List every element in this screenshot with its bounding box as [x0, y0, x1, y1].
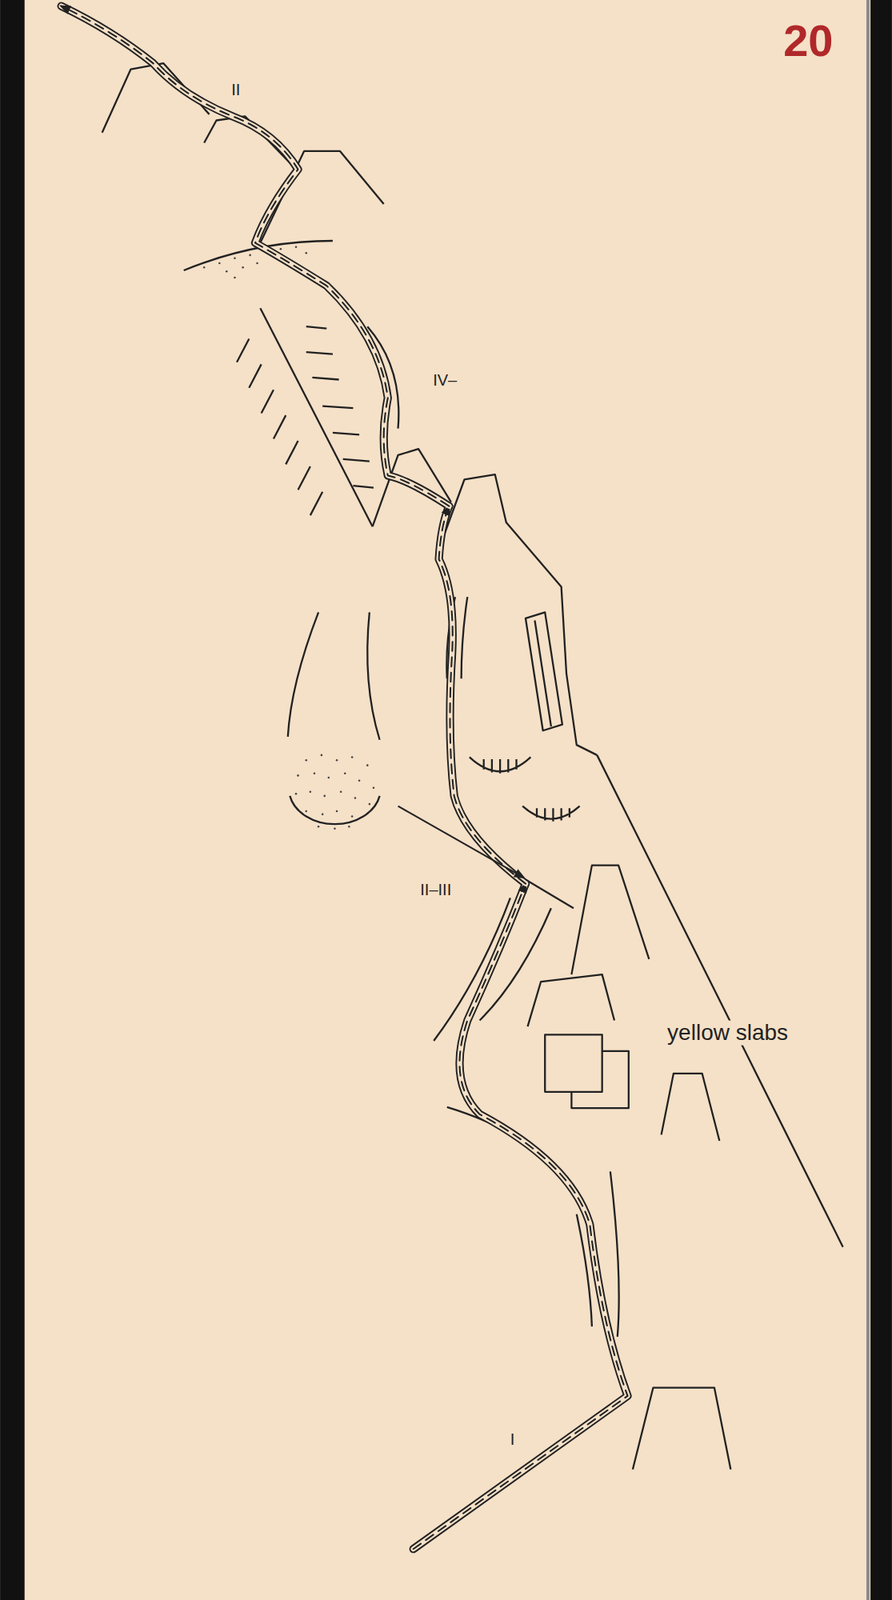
- route-line: [439, 506, 526, 884]
- scree-dots: [295, 792, 298, 796]
- scree-dots: [344, 772, 347, 776]
- rock-outline: [525, 879, 574, 908]
- route-number: 20: [780, 16, 836, 66]
- scree-dots: [280, 248, 283, 251]
- frame-border: [0, 0, 25, 1600]
- scree-dots: [340, 791, 343, 794]
- scree-dots: [295, 245, 298, 248]
- scree-dots: [203, 245, 375, 830]
- traverse-arrow: [398, 806, 524, 878]
- route-line: [61, 6, 628, 1550]
- rock-outline: [596, 755, 843, 1248]
- route-line: [413, 884, 628, 1550]
- scree-dots: [372, 786, 376, 789]
- scree-dots: [366, 764, 369, 767]
- route-line: [61, 6, 450, 507]
- scree-dots: [336, 759, 339, 762]
- route-line: [439, 506, 526, 884]
- grade-label: I: [508, 1430, 518, 1448]
- scree-dots: [296, 774, 300, 777]
- rock-outline: [632, 1388, 731, 1470]
- scree-dots: [233, 256, 236, 260]
- scree-dots: [348, 825, 351, 828]
- rock-outline: [236, 338, 323, 516]
- scree-dots: [256, 262, 259, 265]
- scree-dots: [313, 772, 316, 776]
- route-line: [439, 506, 526, 884]
- rock-outline: [444, 474, 597, 756]
- route-line: [61, 6, 450, 507]
- rock-outline: [469, 756, 532, 773]
- scree-dots: [218, 262, 221, 265]
- rock-outline: [102, 63, 844, 1470]
- rock-outline: [610, 1171, 620, 1337]
- scree-dots: [248, 254, 252, 257]
- rock-outline: [447, 1107, 572, 1184]
- rock-outline: [544, 1034, 602, 1092]
- grade-label: II: [228, 80, 243, 99]
- scree-dots: [320, 754, 324, 757]
- rock-outline: [522, 806, 580, 822]
- route-line: [413, 884, 628, 1550]
- rock-outline: [528, 974, 615, 1027]
- scree-dots: [304, 252, 308, 255]
- scree-dots: [309, 791, 312, 794]
- rock-outline: [571, 865, 649, 975]
- scree-dots: [333, 827, 336, 830]
- scree-dots: [225, 270, 228, 273]
- scree-dots: [233, 276, 236, 280]
- scree-dots: [351, 756, 354, 759]
- scree-dots: [304, 759, 308, 762]
- scree-dots: [203, 266, 206, 269]
- rock-outline: [289, 796, 380, 824]
- scree-dots: [323, 795, 326, 798]
- rock-outline: [288, 612, 319, 737]
- scree-dots: [317, 825, 320, 828]
- scree-dots: [368, 803, 372, 806]
- route-line: [413, 884, 628, 1550]
- rock-outline: [534, 620, 551, 728]
- scree-dots: [354, 796, 357, 800]
- scree-dots: [328, 776, 331, 780]
- rock-outline: [661, 1073, 720, 1141]
- rock-outline: [260, 308, 372, 527]
- scree-dots: [304, 810, 308, 813]
- scree-dots: [336, 810, 339, 813]
- traverse-arrow: [398, 806, 524, 878]
- frame-border: [870, 0, 892, 1600]
- grade-label: II–III: [417, 880, 454, 899]
- rock-outline: [525, 612, 563, 731]
- feature-label: yellow slabs: [664, 1020, 791, 1046]
- frame-border: [866, 0, 870, 1600]
- scree-dots: [241, 266, 244, 269]
- scree-dots: [321, 813, 324, 816]
- rock-outline: [306, 326, 374, 488]
- rock-outline: [367, 612, 380, 740]
- rock-outline: [571, 1051, 628, 1108]
- route-line: [61, 6, 450, 507]
- scree-dots: [358, 779, 361, 782]
- scree-dots: [351, 815, 354, 818]
- grade-label: IV–: [430, 371, 460, 389]
